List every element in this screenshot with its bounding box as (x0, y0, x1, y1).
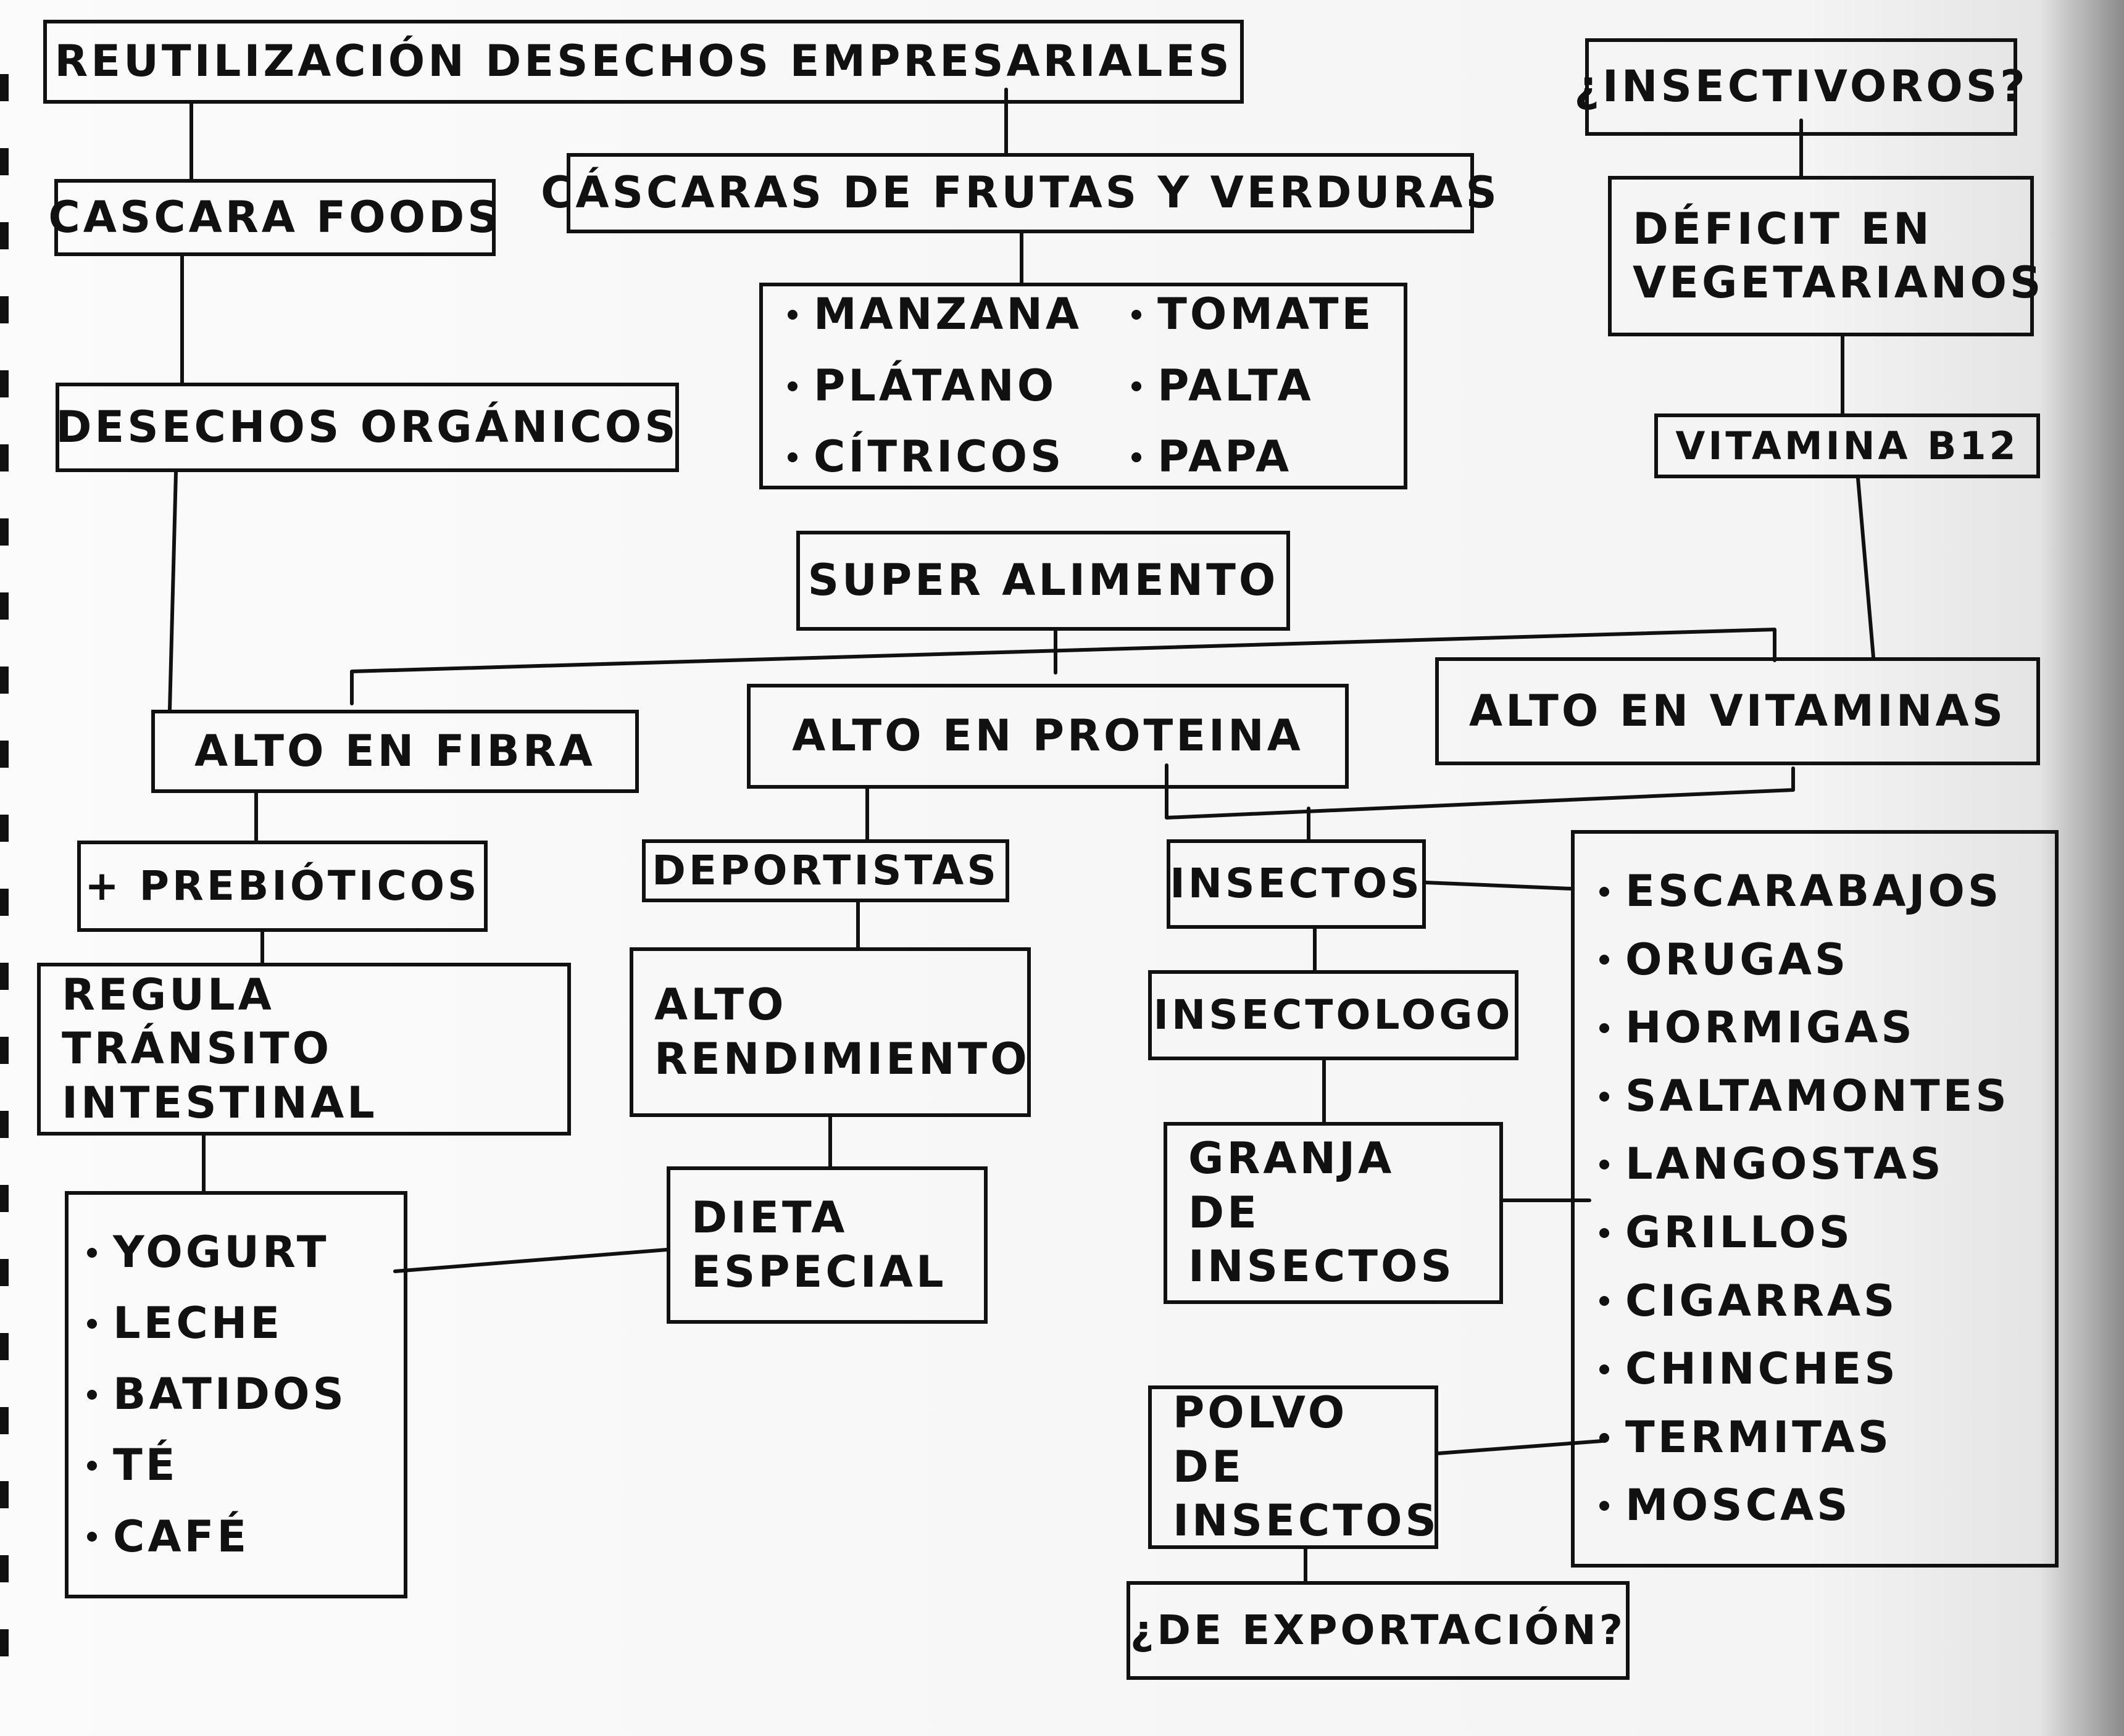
node-deportistas: DEPORTISTAS (642, 839, 1009, 902)
link-vitamina-alto-vitaminas (1856, 476, 1875, 659)
node-cascaras-frutas: CÁSCARAS DE FRUTAS Y VERDURAS (541, 153, 1497, 233)
list-item-platano: PLÁTANO (788, 359, 1082, 413)
granja-label: GRANJA DE INSECTOS (1188, 1133, 1455, 1292)
deficit-label: DÉFICIT EN VEGETARIANOS (1633, 203, 2044, 309)
list-item-grillos: GRILLOS (1599, 1206, 2030, 1260)
list-item-leche: LECHE (87, 1297, 385, 1351)
notebook-binding (0, 0, 17, 1736)
list-item-chinches: CHINCHES (1599, 1342, 2030, 1397)
node-alto-fibra: ALTO EN FIBRA (151, 710, 639, 793)
node-insectologo: INSECTOLOGO (1148, 970, 1518, 1060)
list-item-hormigas: HORMIGAS (1599, 1001, 2030, 1055)
node-dieta-especial: DIETA ESPECIAL (667, 1166, 988, 1324)
node-desechos-organicos: DESECHOS ORGÁNICOS (56, 383, 679, 472)
list-item-orugas: ORUGAS (1599, 933, 2030, 987)
list-item-tomate: TOMATE (1131, 288, 1379, 342)
node-frutas-list: MANZANA TOMATE PLÁTANO PALTA CÍTRICOS PA… (759, 283, 1407, 489)
list-item-manzana: MANZANA (788, 288, 1082, 342)
link-desechos-alto-fibra (168, 470, 178, 712)
node-exportacion: ¿DE EXPORTACIÓN? (1127, 1581, 1630, 1680)
node-insectivoros: ¿INSECTIVOROS? (1574, 38, 2025, 136)
node-prebioticos: + PREBIÓTICOS (77, 841, 488, 932)
list-item-saltamontes: SALTAMONTES (1599, 1069, 2030, 1124)
list-item-cigarras: CIGARRAS (1599, 1274, 2030, 1329)
node-reutilizacion: REUTILIZACIÓN DESECHOS EMPRESARIALES (43, 20, 1244, 104)
insectos-list: ESCARABAJOS ORUGAS HORMIGAS SALTAMONTES … (1599, 865, 2030, 1533)
list-item-citricos: CÍTRICOS (788, 430, 1082, 484)
regula-label: REGULA TRÁNSITO INTESTINAL (62, 969, 378, 1128)
dieta-especial-label: DIETA ESPECIAL (691, 1192, 947, 1297)
node-insectos-list: ESCARABAJOS ORUGAS HORMIGAS SALTAMONTES … (1571, 830, 2059, 1568)
list-item-langostas: LANGOSTAS (1599, 1137, 2030, 1192)
node-vitamina: VITAMINA B12 (1654, 413, 2040, 478)
frutas-list: MANZANA TOMATE PLÁTANO PALTA CÍTRICOS PA… (788, 288, 1379, 484)
node-alto-proteina: ALTO EN PROTEINA (747, 684, 1349, 789)
list-item-te: TÉ (87, 1439, 385, 1493)
list-item-escarabajos: ESCARABAJOS (1599, 865, 2030, 919)
list-item-batidos: BATIDOS (87, 1368, 385, 1422)
list-item-moscas: MOSCAS (1599, 1479, 2030, 1533)
node-cascara-foods: CASCARA FOODS (48, 179, 499, 256)
node-granja: GRANJA DE INSECTOS (1164, 1122, 1503, 1304)
alto-rendimiento-label: ALTO RENDIMIENTO (654, 979, 1030, 1084)
link-bus (350, 628, 1776, 705)
node-alto-rendimiento: ALTO RENDIMIENTO (630, 947, 1031, 1117)
node-regula: REGULA TRÁNSITO INTESTINAL (37, 963, 571, 1136)
list-item-papa: PAPA (1131, 430, 1379, 484)
link-proteina-insectos (1165, 763, 1795, 820)
link-dieta-lacteos (393, 1248, 668, 1273)
polvo-label: POLVO DE INSECTOS (1173, 1387, 1439, 1547)
node-polvo: POLVO DE INSECTOS (1148, 1385, 1438, 1549)
link-insectos-list (1424, 881, 1573, 891)
lacteos-list: YOGURT LECHE BATIDOS TÉ CAFÉ (87, 1226, 385, 1564)
node-deficit: DÉFICIT EN VEGETARIANOS (1608, 176, 2044, 336)
list-item-palta: PALTA (1131, 359, 1379, 413)
list-item-cafe: CAFÉ (87, 1510, 385, 1564)
list-item-termitas: TERMITAS (1599, 1411, 2030, 1465)
node-super-alimento: SUPER ALIMENTO (796, 531, 1290, 631)
node-alto-vitaminas: ALTO EN VITAMINAS (1435, 657, 2040, 765)
list-item-yogurt: YOGURT (87, 1226, 385, 1280)
node-lacteos-list: YOGURT LECHE BATIDOS TÉ CAFÉ (65, 1191, 407, 1598)
node-insectos: INSECTOS (1167, 839, 1426, 929)
